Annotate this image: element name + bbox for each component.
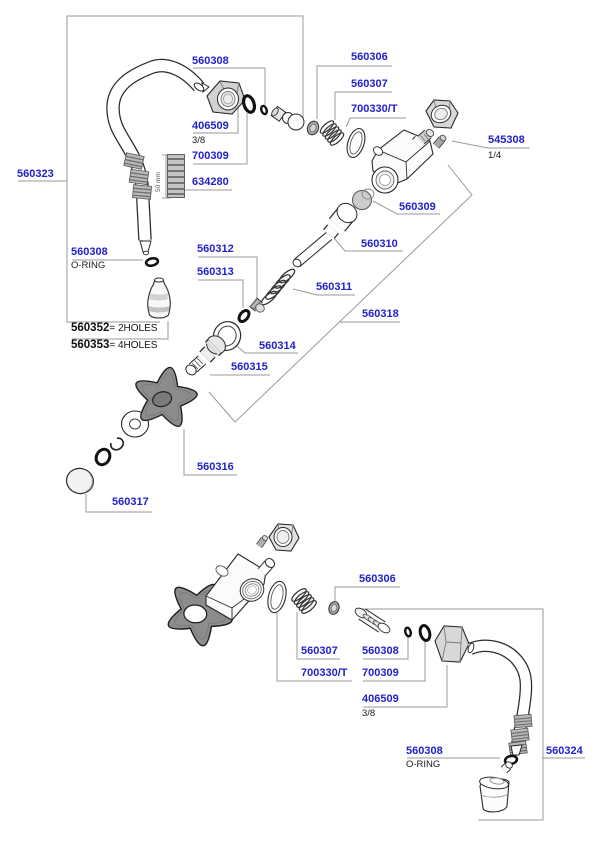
part-number-560308-oring-bottom[interactable]: 560308 xyxy=(406,745,443,757)
nozzle-560352 xyxy=(147,277,171,319)
dimension-50mm: 50 mm xyxy=(155,172,162,192)
top-assembly-drawing xyxy=(65,58,459,495)
part-number-560310[interactable]: 560310 xyxy=(361,238,398,250)
part-number-560312[interactable]: 560312 xyxy=(197,243,234,255)
o-ring-560308-top xyxy=(260,104,268,116)
o-ring-700309-bottom xyxy=(418,624,432,642)
mounting-nut-bottom xyxy=(268,523,300,552)
barb-fitting xyxy=(354,607,391,634)
part-number-560352: 560352 xyxy=(71,322,110,334)
part-number-560311[interactable]: 560311 xyxy=(316,281,353,293)
part-number-560315[interactable]: 560315 xyxy=(231,361,268,373)
ball-nipple xyxy=(270,105,305,131)
part-number-560309[interactable]: 560309 xyxy=(399,201,436,213)
leader-lines xyxy=(18,15,585,821)
spring-560311 xyxy=(260,268,296,306)
nozzle-bottom xyxy=(479,761,513,813)
star-knob-560316 xyxy=(135,366,198,427)
hose-crimp-bands xyxy=(123,152,152,200)
part-number-560318[interactable]: 560318 xyxy=(362,308,399,320)
o-ring-560313 xyxy=(237,309,251,323)
fitting-560315 xyxy=(185,335,226,376)
part-number-560313[interactable]: 560313 xyxy=(197,266,234,278)
part-number-560324[interactable]: 560324 xyxy=(546,745,583,757)
part-number-560323[interactable]: 560323 xyxy=(17,168,54,180)
size-label-3-8-bottom: 3/8 xyxy=(362,708,376,719)
cap-560306-bottom xyxy=(328,601,340,615)
plug-pin-545308 xyxy=(432,134,447,149)
part-number-700330T-bottom[interactable]: 700330/T xyxy=(301,667,348,679)
piston-560312 xyxy=(249,297,265,313)
part-number-700330T-top[interactable]: 700330/T xyxy=(351,103,398,115)
part-number-560314[interactable]: 560314 xyxy=(259,340,296,352)
part-number-560353: 560353 xyxy=(71,339,110,351)
circlip xyxy=(109,437,125,451)
part-number-700309-top[interactable]: 700309 xyxy=(192,150,229,162)
part-number-560317[interactable]: 560317 xyxy=(112,496,149,508)
o-ring-700309-top xyxy=(241,94,257,114)
part-number-560316[interactable]: 560316 xyxy=(197,461,234,473)
o-ring-knob xyxy=(94,447,112,467)
part-number-560308-top[interactable]: 560308 xyxy=(192,55,229,67)
valve-body-bottom xyxy=(205,553,276,621)
part-number-545308[interactable]: 545308 xyxy=(488,134,525,146)
part-number-634280[interactable]: 634280 xyxy=(192,176,229,188)
cap-560317 xyxy=(65,467,95,495)
hose-560324 xyxy=(467,639,533,756)
hose-560323 xyxy=(106,58,210,256)
part-number-406509-bottom[interactable]: 406509 xyxy=(362,693,399,705)
part-number-560306-top[interactable]: 560306 xyxy=(351,51,388,63)
part-number-560307-top[interactable]: 560307 xyxy=(351,78,388,90)
spring-560307-bottom xyxy=(291,588,317,614)
valve-body-top xyxy=(371,129,435,194)
part-number-560306-bottom[interactable]: 560306 xyxy=(359,573,396,585)
part-number-560353-4holes: 560353= 4HOLES xyxy=(71,339,158,351)
cap-560306-top xyxy=(306,120,320,136)
bottom-assembly-drawing xyxy=(167,523,533,813)
hex-nut-406509-top xyxy=(206,80,246,115)
mounting-nut-top xyxy=(425,99,459,129)
oring-label-bottom: O-RING xyxy=(406,759,441,770)
part-number-406509-top[interactable]: 406509 xyxy=(192,120,229,132)
o-ring-560308-bottom xyxy=(404,626,412,638)
oring-label-mid: O-RING xyxy=(71,260,106,271)
spring-560307-top xyxy=(319,120,345,146)
suffix-2holes: = 2HOLES xyxy=(109,323,158,334)
plug-pin-bottom xyxy=(256,535,269,549)
gasket-700330T-bottom xyxy=(267,580,287,614)
valve-stem-560310 xyxy=(292,202,358,268)
part-number-560308-bottom[interactable]: 560308 xyxy=(362,645,399,657)
o-ring-560308-mid xyxy=(144,256,160,268)
part-number-560307-bottom[interactable]: 560307 xyxy=(301,645,338,657)
gasket-700330T-top xyxy=(346,127,366,159)
size-label-1-4: 1/4 xyxy=(488,150,502,161)
bushing-560309 xyxy=(352,188,375,210)
size-label-3-8-top: 3/8 xyxy=(192,135,206,146)
part-number-560308-oring-mid[interactable]: 560308 xyxy=(71,246,108,258)
part-number-700309-bottom[interactable]: 700309 xyxy=(362,667,399,679)
suffix-4holes: = 4HOLES xyxy=(109,340,158,351)
hex-nut-406509-bottom xyxy=(434,625,470,663)
braided-tube-634280 xyxy=(167,154,185,198)
part-number-560352-2holes: 560352= 2HOLES xyxy=(71,322,158,334)
